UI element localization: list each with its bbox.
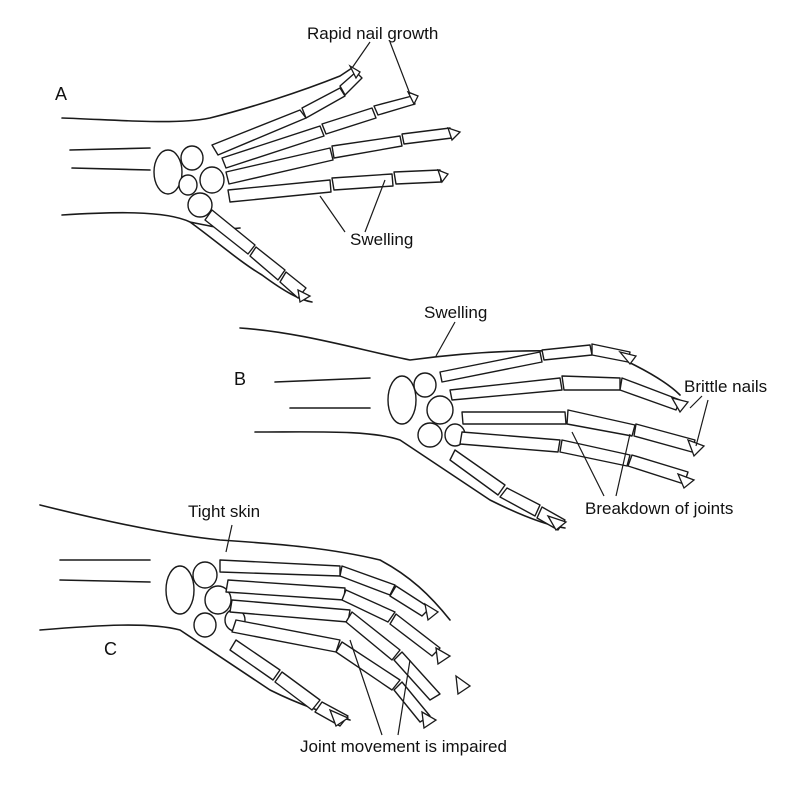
hand-c-carpals	[165, 561, 246, 638]
label-swelling-a: Swelling	[350, 230, 414, 249]
label-swelling-b: Swelling	[424, 303, 488, 322]
label-breakdown-of-joints: Breakdown of joints	[585, 499, 734, 518]
label-tight-skin: Tight skin	[188, 502, 261, 521]
hand-b-outline	[239, 327, 681, 529]
hand-b-fingers	[439, 343, 696, 531]
hand-c-drawing	[39, 504, 472, 736]
panel-b-letter: B	[234, 369, 247, 389]
hand-a-carpals	[153, 145, 225, 218]
hand-a-drawing	[61, 41, 462, 304]
hand-b-drawing	[239, 321, 709, 531]
hand-a-fingers	[204, 71, 453, 299]
label-rapid-nail-growth: Rapid nail growth	[307, 24, 439, 43]
hand-b-carpals	[387, 372, 466, 448]
label-brittle-nails: Brittle nails	[684, 377, 768, 396]
panel-c-letter: C	[104, 639, 117, 659]
label-joint-movement-impaired: Joint movement is impaired	[300, 737, 507, 756]
hand-c-fingers	[219, 559, 441, 727]
panel-a-letter: A	[55, 84, 68, 104]
